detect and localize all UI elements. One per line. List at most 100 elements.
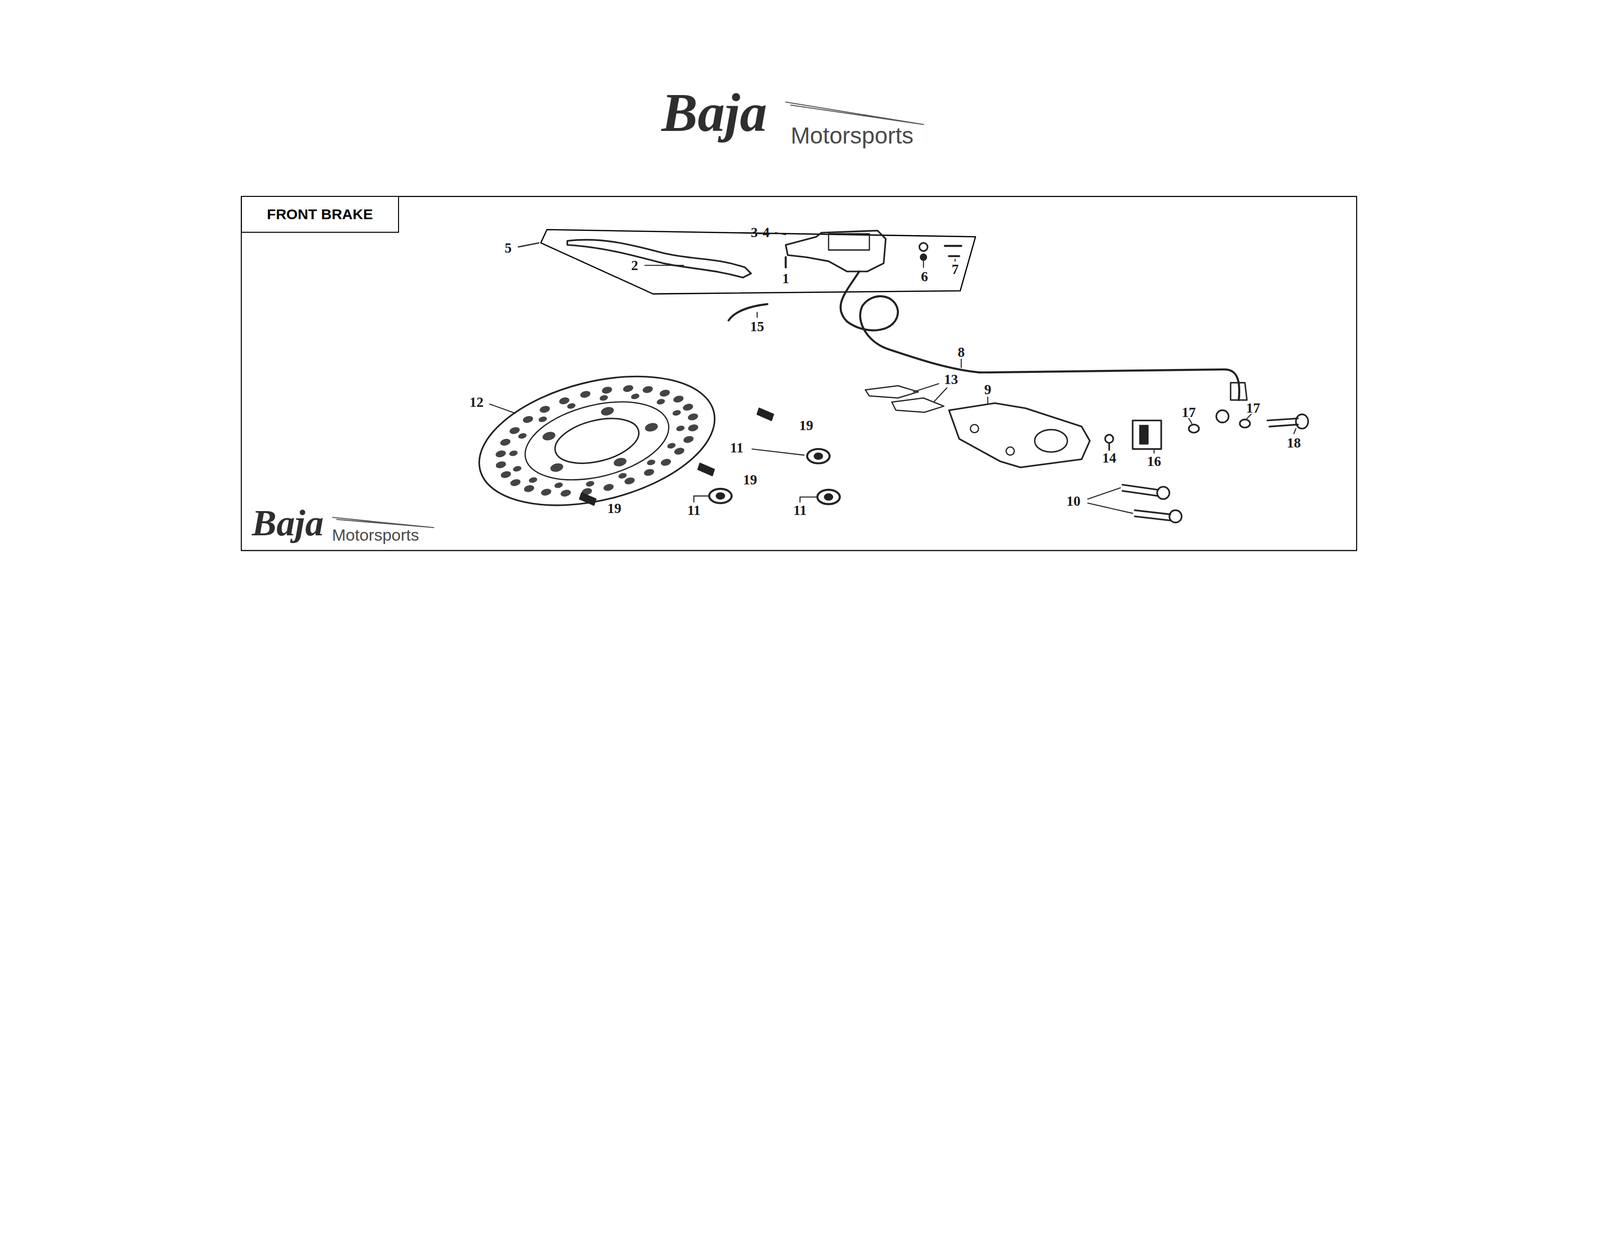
rotor-hole	[558, 396, 571, 405]
brake-pad	[865, 385, 919, 399]
callout-number: 7	[951, 262, 960, 277]
bleeder	[1104, 434, 1114, 444]
rotor-hole	[499, 470, 512, 480]
leader-line	[933, 387, 947, 402]
leader-line	[775, 232, 786, 235]
rotor-hole	[601, 385, 613, 395]
rotor-hole	[585, 480, 595, 488]
lock-nut	[709, 448, 840, 505]
caliper-bolt	[1122, 484, 1159, 496]
leader-line	[1294, 428, 1296, 434]
screw	[784, 256, 787, 268]
washer	[1239, 419, 1250, 428]
brake-lever	[567, 239, 752, 278]
leader-line	[960, 359, 962, 368]
rotor-hole	[682, 434, 695, 444]
brake-rotor	[465, 354, 729, 528]
rotor-hole	[509, 478, 522, 487]
callout-number: 9	[984, 382, 992, 397]
leader-line	[1153, 448, 1155, 453]
leader-line	[756, 312, 758, 318]
rotor-hole	[499, 437, 512, 447]
rotor-hole	[624, 476, 636, 486]
callout-number: 19	[799, 418, 814, 433]
switch-cable	[728, 304, 768, 321]
rotor-hub	[550, 410, 644, 471]
leader-line	[752, 448, 804, 456]
callout-number: 18	[1286, 435, 1301, 450]
callout-number: 13	[944, 372, 959, 387]
logo-text: Baja	[661, 85, 768, 140]
rotor-hole	[672, 394, 685, 404]
leader-line	[489, 403, 516, 414]
rotor-hole	[675, 424, 686, 432]
callout-number: 2	[631, 258, 639, 273]
leader-line	[799, 496, 801, 503]
callout-number: 19	[742, 472, 757, 487]
rotor-hole	[528, 476, 539, 484]
callout-number: 19	[607, 501, 622, 516]
logo-text: Motorsports	[332, 526, 420, 544]
callout-number: 16	[1147, 454, 1162, 469]
title-box: FRONT BRAKE	[240, 195, 400, 233]
rotor-hole	[566, 402, 577, 410]
logo-text: Motorsports	[790, 124, 914, 148]
banjo-bolt	[1296, 414, 1309, 429]
rotor-hole	[666, 442, 677, 450]
rotor-hole	[539, 404, 551, 414]
callout-number: 17	[1181, 405, 1196, 420]
banjo-bolt	[1267, 418, 1298, 427]
caliper-bolt	[1134, 510, 1171, 521]
pin	[944, 244, 962, 247]
pad-clip	[1139, 425, 1149, 445]
rotor-hole	[495, 449, 507, 459]
rotor-hole	[538, 415, 548, 423]
brake-rotor	[516, 388, 677, 494]
rotor-hole	[612, 456, 628, 468]
callout-number: 11	[730, 440, 744, 455]
rotor-hole	[672, 409, 682, 417]
leader-line	[693, 495, 708, 497]
rotor-hole	[646, 458, 656, 466]
hose-fitting	[1230, 382, 1248, 400]
washer	[1188, 424, 1200, 433]
callout-number: 17	[1246, 400, 1261, 416]
nut	[920, 254, 927, 261]
rotor-hole	[656, 398, 666, 406]
pad-clip	[1132, 420, 1162, 449]
washer	[919, 242, 928, 252]
rotor-hole	[617, 472, 628, 480]
callout-number: 5	[504, 240, 512, 256]
banjo-fitting	[1216, 410, 1229, 423]
rotor-hole	[630, 392, 640, 400]
leader-line	[518, 242, 539, 247]
leader-line	[800, 496, 817, 498]
master-cylinder	[785, 230, 886, 272]
leader-line	[1087, 503, 1133, 514]
callout-number: 12	[469, 395, 484, 410]
rotor-hole	[512, 464, 523, 473]
rotor-hole	[602, 482, 615, 492]
rotor-hole	[560, 488, 572, 498]
pin	[948, 255, 960, 257]
rotor-hole	[622, 384, 634, 393]
rotor-hole	[659, 457, 672, 467]
leader-line	[923, 261, 925, 268]
rotor-hole	[553, 481, 564, 489]
rotor-hole	[523, 483, 535, 493]
mount-hole	[970, 424, 979, 433]
callout-number: 3-4	[751, 225, 770, 240]
leader-line	[913, 383, 940, 392]
caliper-piston	[1034, 429, 1068, 452]
logo-swoosh	[785, 101, 924, 125]
callout-number: 11	[687, 503, 701, 518]
callout-number: 1	[782, 271, 790, 286]
caliper-bolt	[1169, 510, 1182, 523]
rotor-hole	[643, 421, 659, 433]
bleeder	[1108, 442, 1110, 450]
rotor-hole	[522, 415, 534, 424]
frame	[241, 196, 1357, 551]
rotor-hole	[579, 389, 592, 399]
